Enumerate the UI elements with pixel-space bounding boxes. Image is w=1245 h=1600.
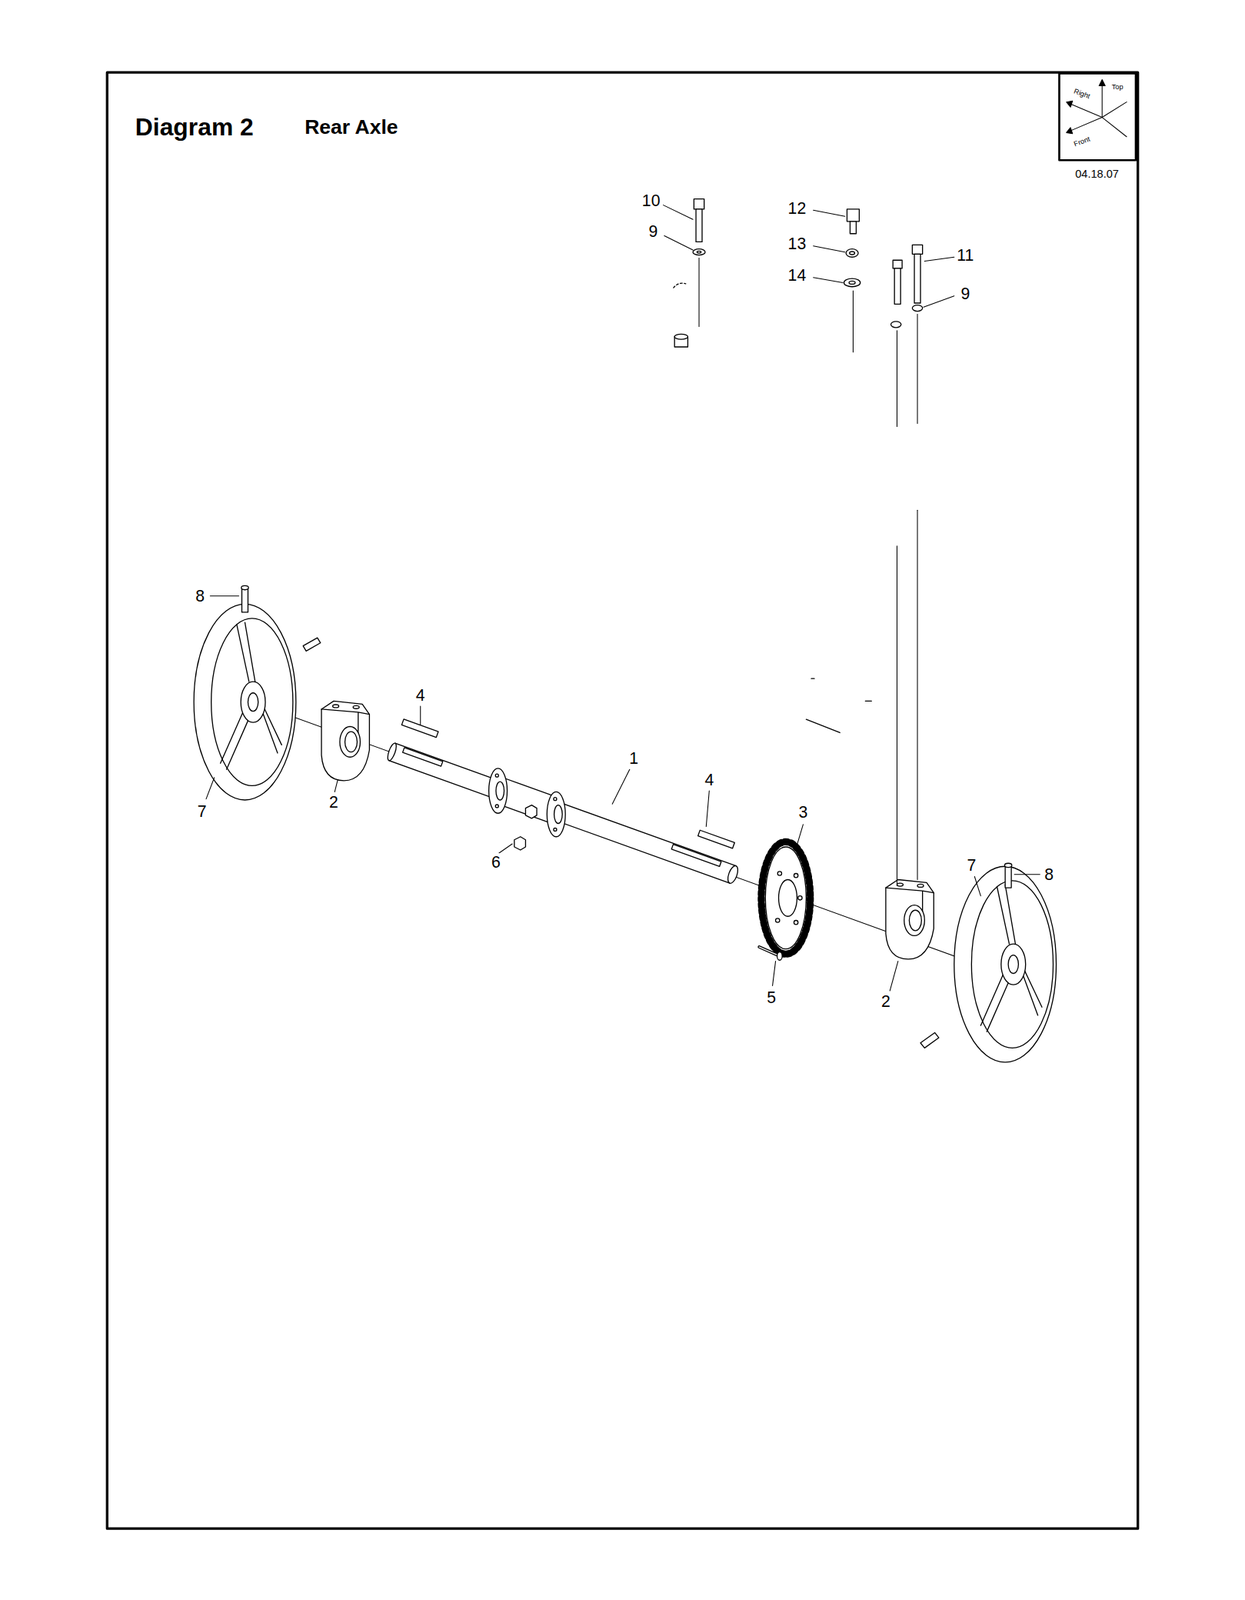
callout-number: 1	[627, 748, 640, 767]
coupling-flange	[489, 768, 566, 837]
axis-label: Front	[1072, 135, 1092, 149]
callout-number: 7	[965, 856, 978, 875]
callout-number: 2	[327, 792, 340, 811]
callout-number: 6	[489, 853, 503, 872]
callout-number: 5	[765, 988, 778, 1006]
set-screw	[302, 637, 939, 1048]
wheel	[193, 603, 297, 800]
callout-number: 2	[879, 992, 893, 1010]
diagram-title: Diagram 2	[133, 113, 256, 141]
sprocket	[761, 841, 811, 954]
orientation-symbol	[1066, 79, 1127, 137]
wheel	[954, 865, 1057, 1062]
revision-date: 04.18.07	[1073, 167, 1121, 180]
leader-line	[206, 205, 1040, 991]
page-frame	[106, 72, 1138, 1528]
pillow-block-bearing	[885, 878, 934, 959]
callout-number: 12	[786, 199, 809, 217]
hardware	[673, 199, 923, 886]
callout-number: 3	[796, 803, 809, 822]
callout-number: 7	[196, 802, 209, 820]
wheel-bolt	[241, 585, 1012, 888]
orientation-box	[1058, 73, 1136, 161]
callout-number: 8	[1042, 865, 1056, 884]
callout-number: 4	[414, 685, 427, 704]
sprocket-bolt	[758, 946, 783, 960]
nut	[514, 805, 537, 850]
callout-number: 9	[958, 285, 972, 303]
callout-number: 13	[786, 234, 809, 253]
axis-label: Right	[1072, 87, 1092, 101]
callout-number: 9	[646, 223, 660, 241]
callout-number: 10	[640, 192, 663, 210]
callout-number: 4	[702, 770, 716, 789]
axle-shaft	[384, 718, 749, 889]
axis-label: Top	[1111, 83, 1124, 91]
callout-number: 11	[955, 246, 976, 264]
pillow-block-bearing	[321, 700, 370, 780]
callout-number: 8	[193, 586, 207, 605]
callout-number: 14	[786, 266, 809, 285]
subtitle: Rear Axle	[302, 116, 400, 139]
